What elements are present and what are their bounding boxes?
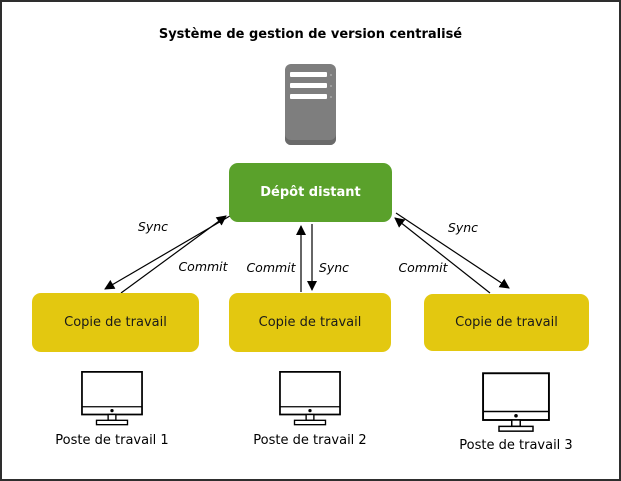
sync-label-right: Sync <box>447 220 479 235</box>
working-copy-node-2: Copie de travail <box>229 293 391 352</box>
sync-arrow-right <box>395 212 510 289</box>
sync-label-left: Sync <box>137 219 169 234</box>
server-bar <box>290 72 327 77</box>
workstation-label-3: Poste de travail 3 <box>459 438 573 453</box>
server-led-dot <box>330 74 332 76</box>
monitor-icon <box>482 372 550 432</box>
sync-label-middle: Sync <box>318 260 350 275</box>
remote-repository-node: Dépôt distant <box>229 163 392 222</box>
server-led-dot <box>330 85 332 87</box>
server-bar <box>290 83 327 88</box>
commit-arrow-right <box>394 217 491 294</box>
commit-arrow-left <box>120 215 227 294</box>
monitor-icon <box>81 371 143 426</box>
commit-label-left: Commit <box>178 259 228 274</box>
server-led-dot <box>330 96 332 98</box>
commit-label-middle: Commit <box>246 260 296 275</box>
working-copy-node-1: Copie de travail <box>32 293 199 352</box>
working-copy-node-3: Copie de travail <box>424 294 589 351</box>
workstation-label-1: Poste de travail 1 <box>55 433 169 448</box>
server-icon <box>285 64 336 145</box>
commit-label-right: Commit <box>398 260 448 275</box>
workstation-label-2: Poste de travail 2 <box>253 433 367 448</box>
monitor-icon <box>279 371 341 426</box>
diagram-title: Système de gestion de version centralisé <box>158 27 463 42</box>
server-bar <box>290 94 327 99</box>
